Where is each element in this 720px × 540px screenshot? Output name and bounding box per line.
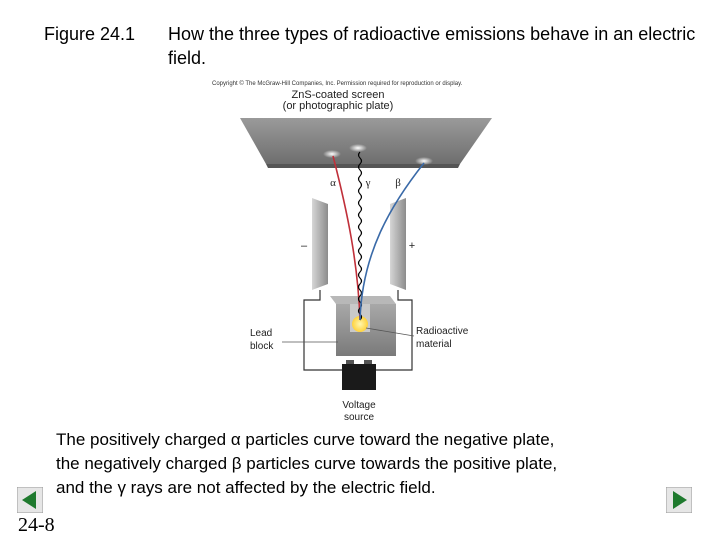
figure-caption-title: How the three types of radioactive emiss… <box>168 24 696 68</box>
screen-label-line1: ZnS-coated screen <box>292 89 385 101</box>
alpha-label: α <box>330 177 336 189</box>
triangle-left-icon[interactable] <box>17 487 43 513</box>
gamma-label: γ <box>365 177 371 189</box>
battery-terminal-left <box>346 360 354 364</box>
radioactive-label-line2: material <box>416 339 452 350</box>
wire-negative <box>303 290 342 371</box>
triangle-right-icon[interactable] <box>666 487 692 513</box>
lead-label-line2: block <box>250 341 274 352</box>
slide-caption: The positively charged α particles curve… <box>56 428 676 500</box>
screen-edge <box>266 164 460 168</box>
radioactive-label-line1: Radioactive <box>416 326 469 337</box>
caption-line-2: the negatively charged β particles curve… <box>56 454 558 473</box>
beta-label: β <box>395 177 401 189</box>
voltage-label-line2: source <box>344 412 374 423</box>
wire-positive <box>376 290 413 371</box>
beta-impact-spot <box>415 157 433 165</box>
radioactive-leader-line <box>365 327 415 337</box>
slide-number: 24-8 <box>18 514 55 536</box>
radioactive-material-glow <box>352 316 368 332</box>
caption-line-1: The positively charged α particles curve… <box>56 430 555 449</box>
lead-label-line1: Lead <box>250 328 272 339</box>
minus-label: – <box>301 240 308 252</box>
negative-plate <box>312 198 328 290</box>
lead-block-top <box>330 296 396 304</box>
gamma-path <box>357 151 363 321</box>
alpha-impact-spot <box>323 150 341 158</box>
gamma-impact-spot <box>349 144 367 152</box>
beta-path <box>359 162 425 321</box>
radioactive-emissions-diagram: Copyright © The McGraw-Hill Companies, I… <box>212 80 492 423</box>
positive-plate <box>390 198 406 290</box>
screen-label-line2: (or photographic plate) <box>283 100 394 112</box>
plus-label: + <box>409 240 415 252</box>
voltage-label-line1: Voltage <box>342 400 376 411</box>
voltage-source <box>342 364 376 390</box>
figure-number: Figure 24.1 <box>44 24 136 44</box>
copyright-notice: Copyright © The McGraw-Hill Companies, I… <box>212 80 463 87</box>
caption-line-3: and the γ rays are not affected by the e… <box>56 478 436 497</box>
alpha-path <box>332 155 361 321</box>
zns-screen <box>240 118 492 164</box>
battery-terminal-right <box>364 360 372 364</box>
